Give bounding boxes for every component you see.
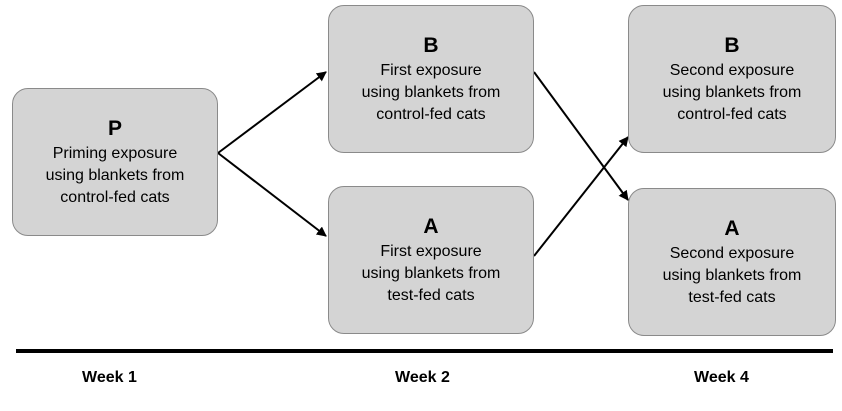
arrow-p-to-b1	[217, 71, 327, 154]
box-priming-p: P Priming exposure using blankets from c…	[12, 88, 218, 236]
box-text-line: using blankets from	[662, 83, 802, 101]
box-letter: B	[724, 33, 740, 57]
box-first-exposure-b: B First exposure using blankets from con…	[328, 5, 534, 153]
box-text-line: control-fed cats	[60, 188, 170, 206]
box-text-line: using blankets from	[361, 264, 501, 282]
box-second-exposure-a: A Second exposure using blankets from te…	[628, 188, 836, 336]
box-text-line: using blankets from	[45, 166, 185, 184]
box-text-line: test-fed cats	[387, 286, 475, 304]
timeline-label-week-2: Week 2	[395, 369, 450, 386]
arrow-b1-to-a2	[533, 71, 629, 201]
box-text-line: using blankets from	[662, 266, 802, 284]
box-text-line: First exposure	[380, 61, 482, 79]
box-letter: B	[423, 33, 439, 57]
box-text-line: First exposure	[380, 242, 482, 260]
timeline-label-week-4: Week 4	[694, 369, 749, 386]
box-text-line: Second exposure	[669, 61, 795, 79]
arrow-p-to-a1	[217, 152, 327, 237]
box-letter: A	[423, 214, 439, 238]
timeline-bar	[16, 349, 833, 353]
timeline-label-week-1: Week 1	[82, 369, 137, 386]
box-text-line: test-fed cats	[688, 288, 776, 306]
box-text-line: control-fed cats	[677, 105, 787, 123]
arrow-a1-to-b2	[533, 136, 629, 257]
box-second-exposure-b: B Second exposure using blankets from co…	[628, 5, 836, 153]
box-text-line: Priming exposure	[52, 144, 178, 162]
box-text-line: control-fed cats	[376, 105, 486, 123]
box-first-exposure-a: A First exposure using blankets from tes…	[328, 186, 534, 334]
box-text-line: Second exposure	[669, 244, 795, 262]
box-text-line: using blankets from	[361, 83, 501, 101]
box-letter: A	[724, 216, 740, 240]
box-letter: P	[107, 116, 122, 140]
